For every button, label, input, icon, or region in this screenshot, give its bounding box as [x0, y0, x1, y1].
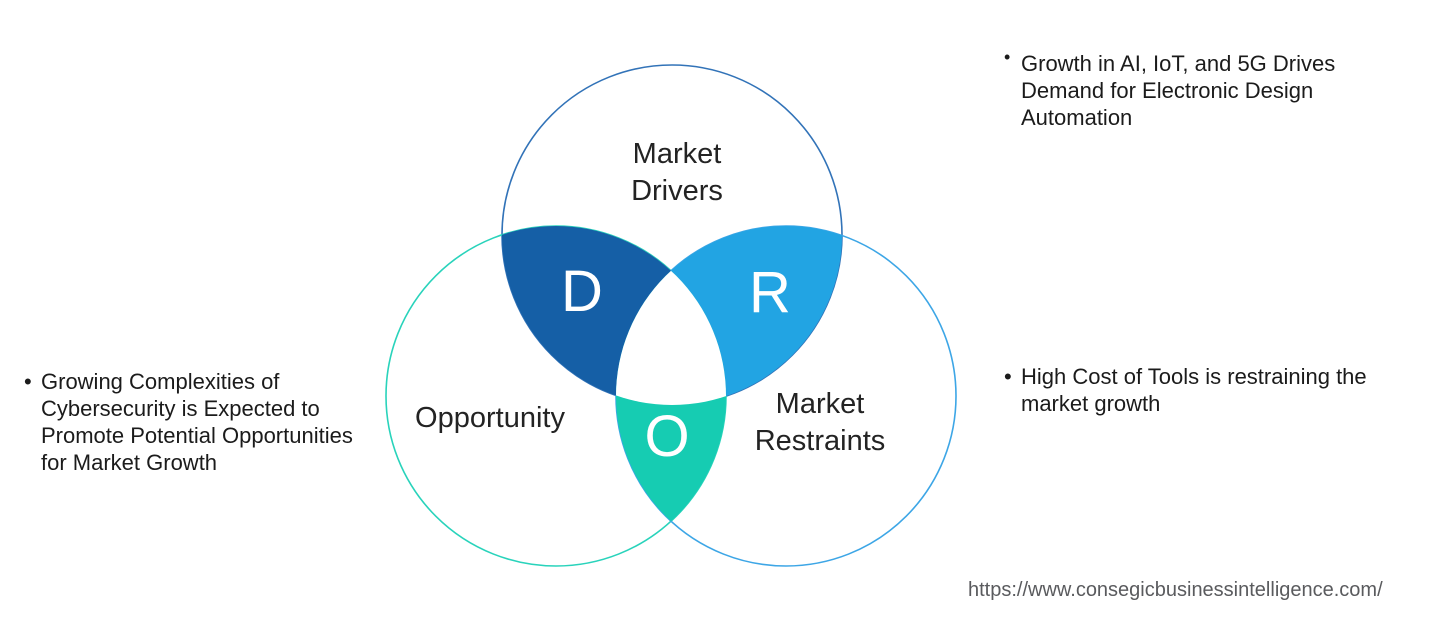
restraints-note-text: High Cost of Tools is restraining the ma… [1021, 364, 1367, 416]
source-url: https://www.consegicbusinessintelligence… [968, 579, 1383, 601]
bullet-icon: • [24, 369, 32, 394]
lens-letter-o: O [644, 404, 690, 469]
restraints-note: • High Cost of Tools is restraining the … [1004, 363, 1414, 417]
bullet-icon: • [1004, 47, 1011, 67]
lens-letter-r: R [749, 260, 791, 325]
opportunity-circle-label: Opportunity [415, 402, 565, 434]
center-triple-intersection [616, 226, 726, 405]
drivers-note-text: Growth in AI, IoT, and 5G Drives Demand … [1021, 51, 1336, 130]
drivers-circle-label: Market Drivers [631, 138, 723, 207]
restraints-circle-label: Market Restraints [754, 388, 886, 457]
lens-letter-d: D [561, 259, 603, 324]
opportunity-note-text: Growing Complexities of Cybersecurity is… [41, 369, 353, 475]
bullet-icon: • [1004, 364, 1012, 389]
opportunity-note: • Growing Complexities of Cybersecurity … [24, 368, 414, 476]
drivers-note: • Growth in AI, IoT, and 5G Drives Deman… [1004, 47, 1384, 131]
